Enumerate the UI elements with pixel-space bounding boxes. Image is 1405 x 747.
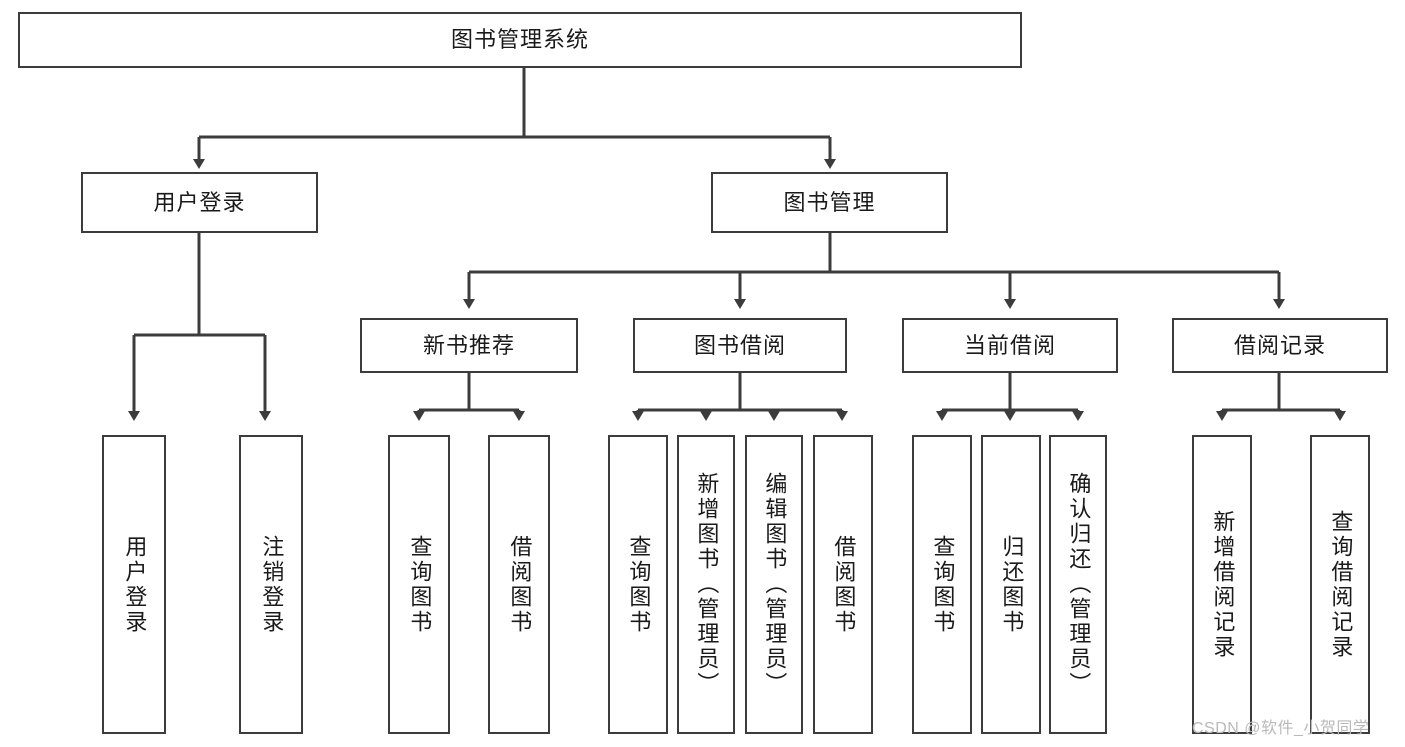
node-label: 新增借阅记录 (1210, 509, 1236, 660)
node-label: 注销登录 (259, 534, 285, 635)
node-leaf-borrow-books-recommend[interactable]: 借阅图书 (488, 435, 550, 734)
node-leaf-user-login[interactable]: 用户登录 (102, 435, 166, 734)
node-root-book-management-system[interactable]: 图书管理系统 (18, 12, 1022, 68)
node-label: 编辑图书（管理员） (762, 472, 788, 697)
node-label: 查询图书 (930, 534, 956, 635)
node-label: 当前借阅 (963, 332, 1056, 358)
node-leaf-confirm-return-admin[interactable]: 确认归还（管理员） (1049, 435, 1107, 734)
node-new-book-recommendation[interactable]: 新书推荐 (360, 318, 578, 373)
node-label: 借阅记录 (1233, 332, 1326, 358)
node-label: 查询图书 (626, 534, 652, 635)
node-leaf-query-books-recommend[interactable]: 查询图书 (388, 435, 450, 734)
node-label: 确认归还（管理员） (1066, 472, 1092, 697)
node-label: 借阅图书 (507, 534, 533, 635)
node-leaf-logout[interactable]: 注销登录 (239, 435, 303, 734)
node-leaf-add-book-admin[interactable]: 新增图书（管理员） (677, 435, 735, 734)
node-label: 用户登录 (153, 189, 246, 215)
node-user-login[interactable]: 用户登录 (81, 172, 318, 233)
node-label: 查询借阅记录 (1328, 509, 1354, 660)
node-label: 查询图书 (407, 534, 433, 635)
node-leaf-add-borrow-record[interactable]: 新增借阅记录 (1192, 435, 1252, 734)
node-leaf-borrow-book[interactable]: 借阅图书 (813, 435, 873, 734)
node-book-borrowing[interactable]: 图书借阅 (633, 318, 847, 373)
node-label: 新书推荐 (422, 332, 515, 358)
node-label: 归还图书 (999, 534, 1025, 635)
node-leaf-query-books-borrow[interactable]: 查询图书 (608, 435, 668, 734)
node-leaf-query-borrow-record[interactable]: 查询借阅记录 (1310, 435, 1370, 734)
node-label: 图书管理 (783, 189, 876, 215)
node-label: 借阅图书 (831, 534, 857, 635)
node-leaf-return-book[interactable]: 归还图书 (981, 435, 1041, 734)
node-leaf-edit-book-admin[interactable]: 编辑图书（管理员） (745, 435, 803, 734)
node-borrowing-records[interactable]: 借阅记录 (1172, 318, 1388, 373)
watermark: CSDN @软件_小贺同学 (1192, 720, 1370, 737)
node-current-borrowing[interactable]: 当前借阅 (902, 318, 1118, 373)
node-label: 用户登录 (122, 534, 148, 635)
node-label: 图书借阅 (693, 332, 786, 358)
node-label: 图书管理系统 (450, 27, 589, 53)
node-leaf-query-books-current[interactable]: 查询图书 (912, 435, 972, 734)
node-book-management[interactable]: 图书管理 (711, 172, 948, 233)
node-label: 新增图书（管理员） (694, 472, 720, 697)
